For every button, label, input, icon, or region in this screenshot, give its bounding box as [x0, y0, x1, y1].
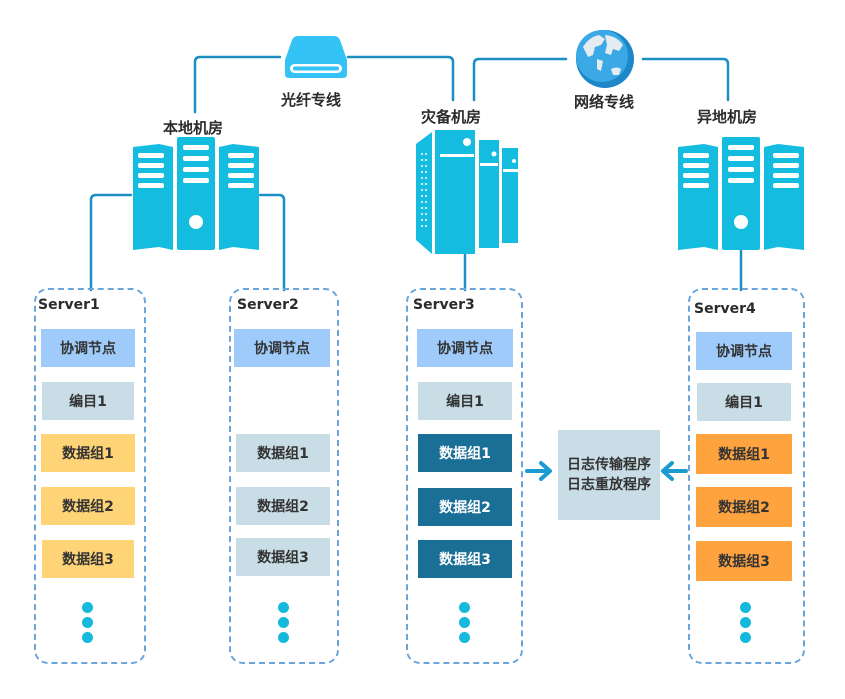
room-label-remote: 异地机房: [697, 108, 758, 126]
server-rack-icon: [131, 135, 261, 252]
server4-more-icon: [740, 602, 752, 647]
fiber-link-label: 光纤专线: [281, 91, 342, 109]
log-replay-program: 日志重放程序: [567, 477, 651, 493]
line-local-to-server1: [89, 193, 133, 292]
server3-title: Server3: [413, 297, 475, 313]
line-network-to-remote: [641, 57, 730, 102]
server2-datagroup-3: 数据组3: [236, 538, 330, 576]
server1-coordinator-node: 协调节点: [41, 329, 135, 367]
log-process-box: 日志传输程序 日志重放程序: [558, 430, 660, 520]
server4-box: [688, 288, 805, 664]
server2-title: Server2: [237, 297, 299, 313]
server2-datagroup-2: 数据组2: [236, 487, 330, 525]
room-label-local: 本地机房: [163, 119, 224, 137]
server3-catalog: 编目1: [418, 382, 512, 420]
server4-coordinator-node: 协调节点: [696, 332, 792, 370]
line-local-to-server2: [258, 193, 286, 292]
server1-catalog: 编目1: [42, 382, 134, 420]
server1-title: Server1: [38, 297, 100, 313]
server2-box: [229, 288, 339, 664]
room-label-dr: 灾备机房: [421, 108, 482, 126]
server1-more-icon: [82, 602, 94, 647]
arrow-left-icon: [661, 461, 688, 481]
server1-datagroup-2: 数据组2: [41, 487, 135, 525]
server2-coordinator-node: 协调节点: [234, 329, 330, 367]
server3-coordinator-node: 协调节点: [417, 329, 513, 367]
server1-datagroup-3: 数据组3: [42, 540, 134, 578]
server2-more-icon: [278, 602, 290, 647]
fiber-drive-icon: [284, 34, 348, 80]
server4-datagroup-2: 数据组2: [696, 487, 792, 527]
server-rack-icon: [676, 135, 806, 252]
server4-catalog: 编目1: [697, 383, 791, 421]
line-dr-to-network: [472, 57, 568, 102]
arrow-right-icon: [525, 461, 552, 481]
server1-box: [34, 288, 146, 664]
server3-datagroup-3: 数据组3: [418, 540, 512, 578]
tower-server-icon: [414, 128, 520, 256]
server3-datagroup-2: 数据组2: [418, 488, 512, 526]
server3-box: [406, 288, 523, 664]
server3-datagroup-1: 数据组1: [418, 434, 512, 472]
server4-title: Server4: [694, 301, 756, 317]
log-transfer-program: 日志传输程序: [567, 457, 651, 473]
server1-datagroup-1: 数据组1: [41, 434, 135, 472]
server4-datagroup-3: 数据组3: [696, 541, 792, 581]
server3-more-icon: [459, 602, 471, 647]
server4-datagroup-1: 数据组1: [696, 434, 792, 474]
line-fiber-to-dr: [346, 55, 455, 102]
line-local-to-fiber: [193, 55, 282, 114]
globe-icon: [575, 29, 635, 89]
network-link-label: 网络专线: [574, 93, 635, 111]
server2-datagroup-1: 数据组1: [236, 434, 330, 472]
